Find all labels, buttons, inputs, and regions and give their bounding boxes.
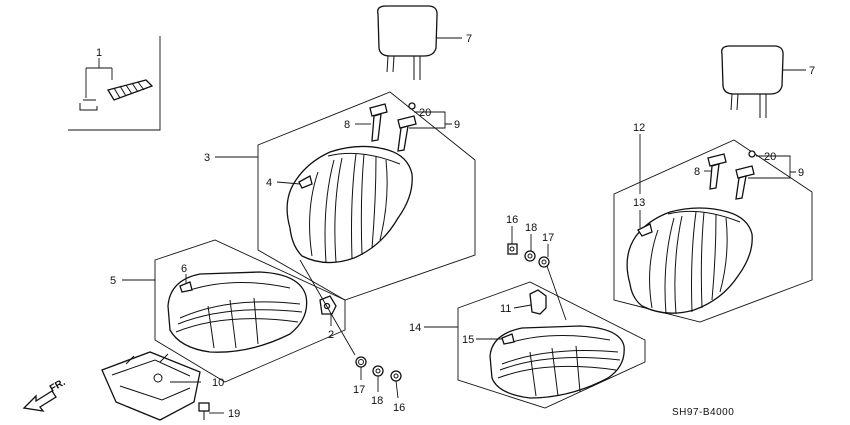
callout-9-left: 9 [454, 119, 460, 131]
front-backrest-group [257, 5, 476, 301]
callout-16-bottom: 16 [393, 402, 405, 414]
rear-seat-cushion-group [457, 281, 646, 409]
headrest-left [377, 5, 438, 80]
headrest-guide-9-right [735, 165, 755, 200]
headrest-right [721, 45, 784, 118]
callout-3: 3 [204, 152, 210, 164]
callout-7-left: 7 [466, 33, 472, 45]
cover-11 [529, 289, 547, 315]
nut-17-middle [538, 256, 550, 268]
headrest-guide-8-right [707, 153, 727, 190]
headrest-guide-9 [397, 115, 417, 152]
seat-frame [101, 351, 201, 421]
spring-clip-group [68, 36, 161, 131]
washer-18-middle [524, 250, 536, 262]
callout-17-bottom: 17 [353, 384, 365, 396]
screw-20-right [748, 150, 756, 158]
hook-4 [298, 175, 313, 189]
headrest-guide-8 [369, 103, 388, 142]
callout-7-right: 7 [809, 65, 815, 77]
coil-spring [106, 79, 154, 101]
callout-4: 4 [266, 177, 272, 189]
callout-20-left: 20 [419, 107, 431, 119]
callout-15: 15 [462, 334, 474, 346]
leader-lines [122, 37, 806, 414]
backrest-cushion-right [626, 207, 753, 315]
rear-backrest-group [613, 45, 813, 323]
callout-5: 5 [110, 275, 116, 287]
callout-20-right: 20 [764, 151, 776, 163]
washer-18-bottom [372, 365, 384, 377]
hook-13 [637, 223, 653, 237]
callout-2: 2 [328, 329, 334, 341]
callout-8-left: 8 [344, 119, 350, 131]
bolt-19 [198, 402, 210, 420]
backrest-cushion-left [286, 145, 413, 264]
seat-cushion-right [489, 325, 625, 399]
callout-10: 10 [212, 377, 224, 389]
front-seat-cushion-group [154, 239, 346, 383]
bolt-16-middle [507, 243, 518, 255]
callout-17-middle: 17 [542, 232, 554, 244]
callout-6: 6 [181, 263, 187, 275]
diagram-code: SH97-B4000 [672, 407, 734, 418]
hook-6 [179, 281, 193, 293]
front-direction-arrow: FR. [22, 377, 68, 412]
callout-8-right: 8 [694, 166, 700, 178]
callout-14: 14 [409, 322, 421, 334]
bolt-17-bottom [355, 356, 367, 368]
callouts: 1 2 3 4 5 6 7 7 8 8 9 9 10 11 12 13 14 1… [96, 33, 815, 420]
direction-label: FR. [48, 377, 68, 395]
callout-11: 11 [500, 303, 511, 315]
screw-20-left [408, 102, 416, 110]
callout-19: 19 [228, 408, 240, 420]
callout-16-middle: 16 [506, 214, 518, 226]
hook-15 [501, 333, 515, 345]
callout-18-bottom: 18 [371, 395, 383, 407]
callout-9-right: 9 [798, 167, 804, 179]
callout-13: 13 [633, 197, 645, 209]
seat-cushion-left [167, 271, 308, 353]
nut-16-bottom [390, 370, 402, 382]
callout-1: 1 [96, 47, 102, 59]
callout-12: 12 [633, 122, 645, 134]
callout-18-middle: 18 [525, 222, 537, 234]
